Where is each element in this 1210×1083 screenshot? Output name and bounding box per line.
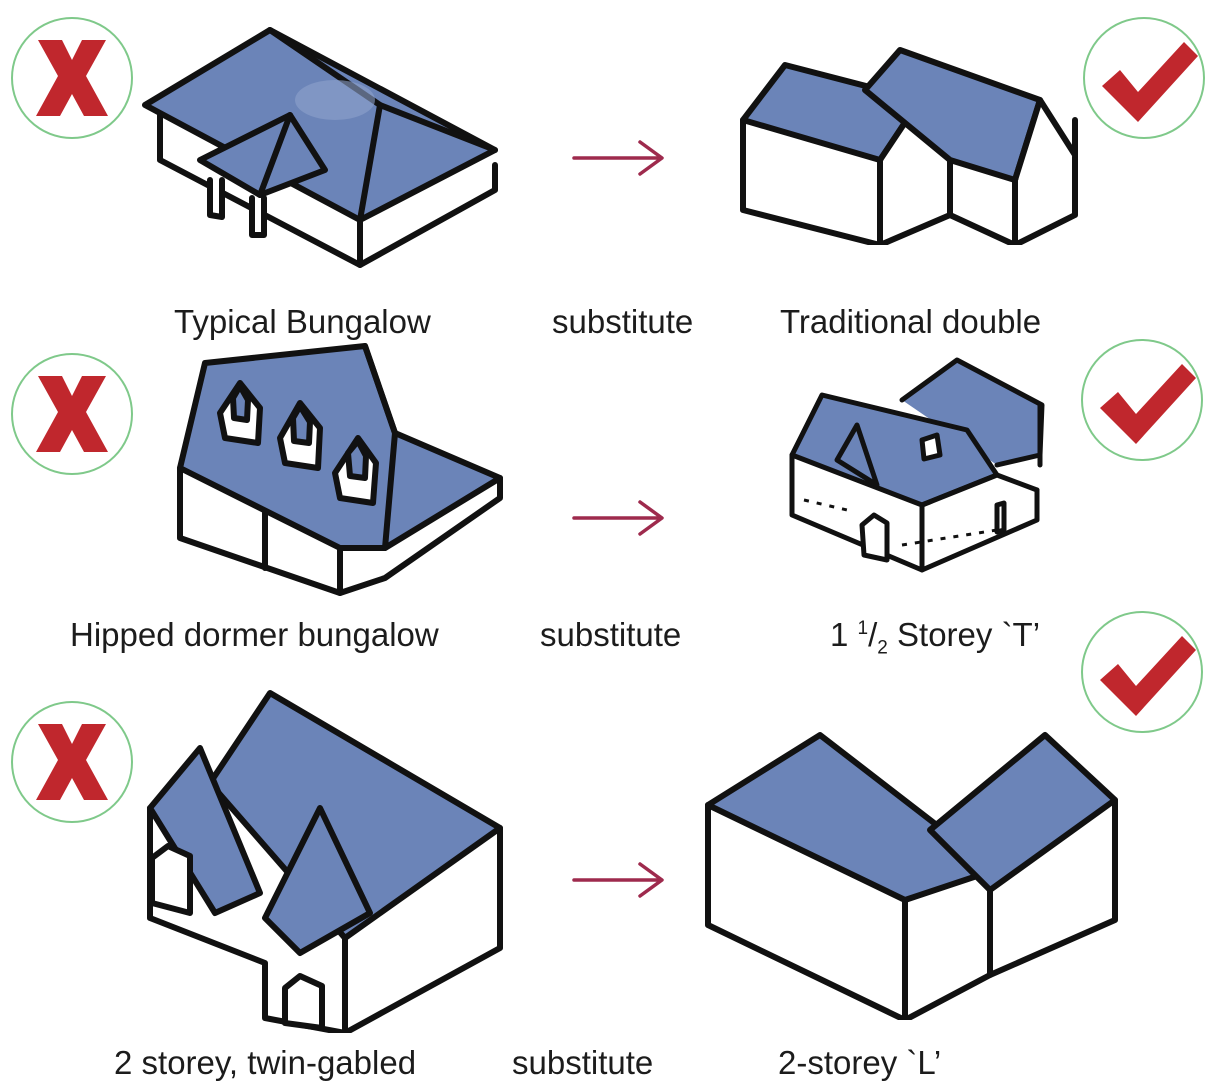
storey-t-sketch (782, 345, 1057, 590)
tick-icon (1080, 14, 1208, 142)
storey-l-label: 2-storey `L’ (778, 1046, 941, 1079)
substitute-label: substitute (552, 305, 693, 338)
substitute-label: substitute (540, 618, 681, 651)
storey-t-rest: Storey `T’ (888, 616, 1040, 653)
storey-l-sketch (700, 720, 1125, 1020)
hipped-dormer-bungalow-label: Hipped dormer bungalow (70, 618, 439, 651)
storey-t-denominator: 2 (877, 638, 888, 659)
typical-bungalow-label: Typical Bungalow (174, 305, 431, 338)
traditional-double-sketch (735, 20, 1085, 245)
cross-icon (8, 698, 136, 826)
traditional-double-label: Traditional double (780, 305, 1041, 338)
arrow-right-icon (570, 498, 670, 538)
storey-t-label: 1 1/2 Storey `T’ (830, 618, 1040, 651)
tick-icon (1078, 336, 1206, 464)
cross-icon (8, 14, 136, 142)
twin-gabled-label: 2 storey, twin-gabled (114, 1046, 416, 1079)
storey-t-numerator: 1 (858, 618, 869, 639)
substitute-label: substitute (512, 1046, 653, 1079)
storey-t-whole: 1 (830, 616, 848, 653)
arrow-right-icon (570, 138, 670, 178)
twin-gabled-sketch (140, 688, 515, 1033)
tick-icon (1078, 608, 1206, 736)
hipped-dormer-bungalow-sketch (170, 338, 515, 598)
typical-bungalow-sketch (140, 20, 520, 270)
cross-icon (8, 350, 136, 478)
storey-t-slash: / (868, 616, 877, 653)
arrow-right-icon (570, 860, 670, 900)
